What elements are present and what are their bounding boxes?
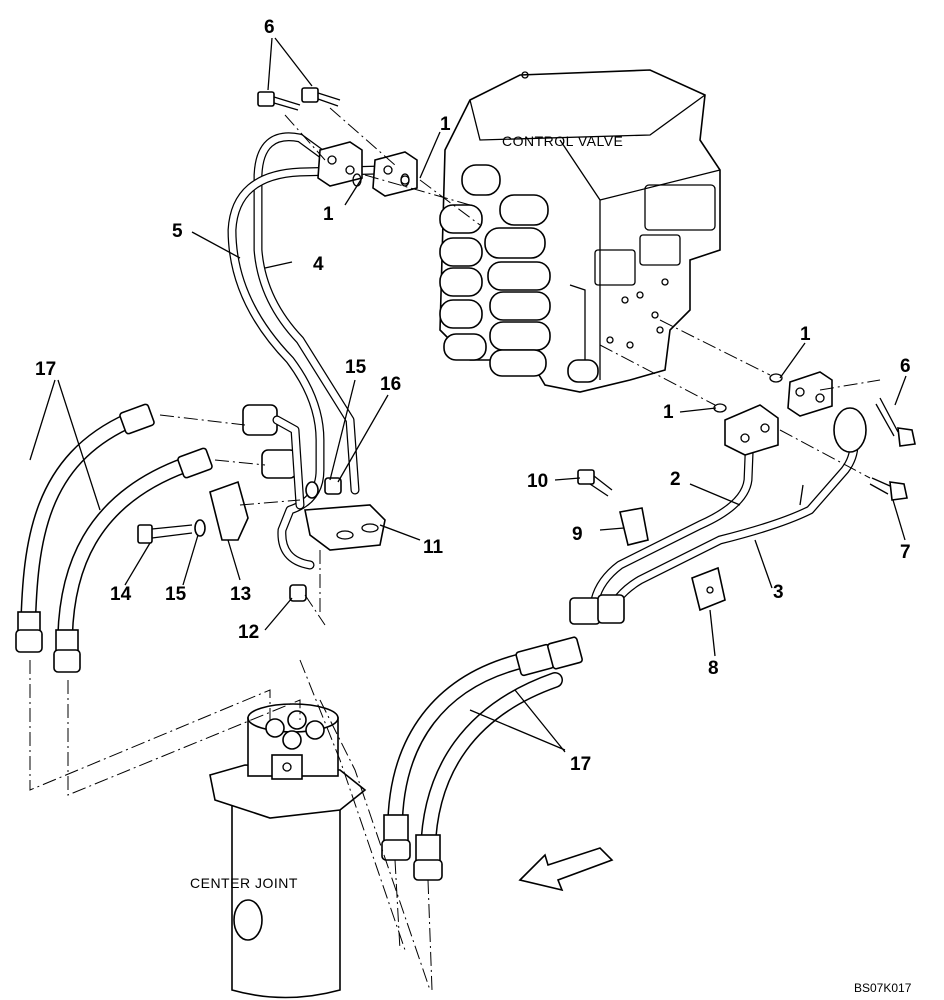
callout-17: 17 — [570, 754, 591, 775]
callout-12: 12 — [238, 622, 259, 643]
callout-14: 14 — [110, 584, 132, 605]
callout-8: 8 — [708, 658, 719, 679]
callout-1: 1 — [663, 402, 674, 423]
callout-1: 1 — [440, 114, 451, 135]
callout-1: 1 — [800, 324, 811, 345]
pipes-4-5 — [227, 132, 418, 570]
hose-17-bottom — [381, 636, 583, 881]
callout-3: 3 — [773, 582, 784, 603]
callout-6: 6 — [900, 356, 911, 377]
callout-13: 13 — [230, 584, 251, 605]
callout-15: 15 — [345, 357, 367, 378]
callout-7: 7 — [900, 542, 911, 563]
callout-5: 5 — [172, 221, 183, 242]
callout-1: 1 — [323, 204, 334, 225]
callout-10: 10 — [527, 471, 548, 492]
callout-4: 4 — [313, 254, 324, 275]
callout-2: 2 — [670, 469, 681, 490]
control-valve: CONTROL VALVE — [439, 69, 721, 393]
leader-lines — [29, 37, 907, 753]
direction-arrow — [518, 847, 614, 892]
hose-17-left — [15, 403, 213, 673]
assembly-lines — [29, 107, 881, 991]
center-joint: CENTER JOINT — [190, 703, 367, 999]
callout-6: 6 — [264, 17, 275, 38]
small-parts — [137, 87, 916, 612]
center-joint-caption: CENTER JOINT — [190, 875, 298, 891]
callout-9: 9 — [572, 524, 583, 545]
callout-17: 17 — [35, 359, 56, 380]
callout-11: 11 — [423, 537, 444, 558]
callout-15: 15 — [165, 584, 187, 605]
callout-labels: 1 1 1 1 2 3 4 5 6 6 7 8 9 10 11 12 13 14… — [35, 17, 911, 775]
pipes-2-3 — [569, 371, 867, 625]
callout-16: 16 — [380, 374, 401, 395]
drawing-code: BS07K017 — [854, 981, 912, 995]
control-valve-caption: CONTROL VALVE — [502, 133, 623, 149]
